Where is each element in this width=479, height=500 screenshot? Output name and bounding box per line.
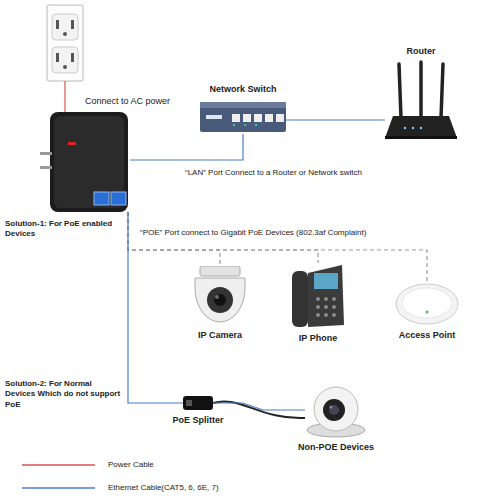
router: Router	[385, 60, 457, 140]
poe-splitter-icon	[183, 395, 213, 411]
device-caption: Network Switch	[209, 84, 276, 95]
access-point: Access Point	[395, 282, 459, 326]
poe-splitter: PoE Splitter	[183, 395, 213, 411]
legend-text: Power Cable	[108, 460, 154, 470]
device-caption: Connect to AC power	[85, 96, 170, 107]
network-switch: Network Switch	[200, 98, 286, 134]
solution-note: Solution-2: For Normal Devices Which do …	[5, 379, 123, 410]
ip-phone: IP Phone	[290, 263, 346, 329]
ethernet-cable	[128, 212, 183, 403]
ethernet-cable	[128, 212, 220, 266]
ethernet-cable	[213, 403, 305, 410]
network-switch-icon	[200, 98, 286, 134]
poe-injector-icon	[40, 112, 130, 212]
wall-outlet	[47, 5, 83, 81]
poe-injector: Connect to AC power	[40, 112, 130, 212]
port-note: “LAN” Port Connect to a Router or Networ…	[185, 168, 362, 178]
solution-note: Solution-1: For PoE enabled Devices	[5, 219, 123, 240]
legend-text: Ethernet Cable(CAT5, 6, 6E, 7)	[108, 483, 219, 493]
non-poe-camera: Non-POE Devices	[305, 382, 367, 438]
device-caption: Access Point	[399, 330, 456, 341]
device-caption: IP Phone	[299, 333, 337, 344]
splitter-dc-cable	[213, 401, 305, 418]
device-caption: IP Camera	[198, 330, 242, 341]
legend-ethernet-line	[22, 487, 95, 489]
non-poe-camera-icon	[305, 382, 367, 438]
ip-phone-icon	[290, 263, 346, 329]
port-note: “POE” Port connect to Gigabit PoE Device…	[140, 228, 366, 238]
router-icon	[385, 60, 457, 140]
ip-camera: IP Camera	[192, 266, 248, 326]
ethernet-cable	[130, 134, 243, 160]
device-caption: PoE Splitter	[172, 415, 223, 426]
access-point-icon	[395, 282, 459, 326]
device-caption: Router	[407, 46, 436, 57]
power-cable	[64, 81, 65, 112]
device-caption: Non-POE Devices	[298, 442, 374, 453]
ethernet-cable	[128, 212, 318, 263]
ip-camera-icon	[192, 266, 248, 326]
legend-power-line	[22, 464, 95, 466]
ethernet-cable	[128, 212, 427, 282]
ethernet-cable	[286, 119, 385, 120]
